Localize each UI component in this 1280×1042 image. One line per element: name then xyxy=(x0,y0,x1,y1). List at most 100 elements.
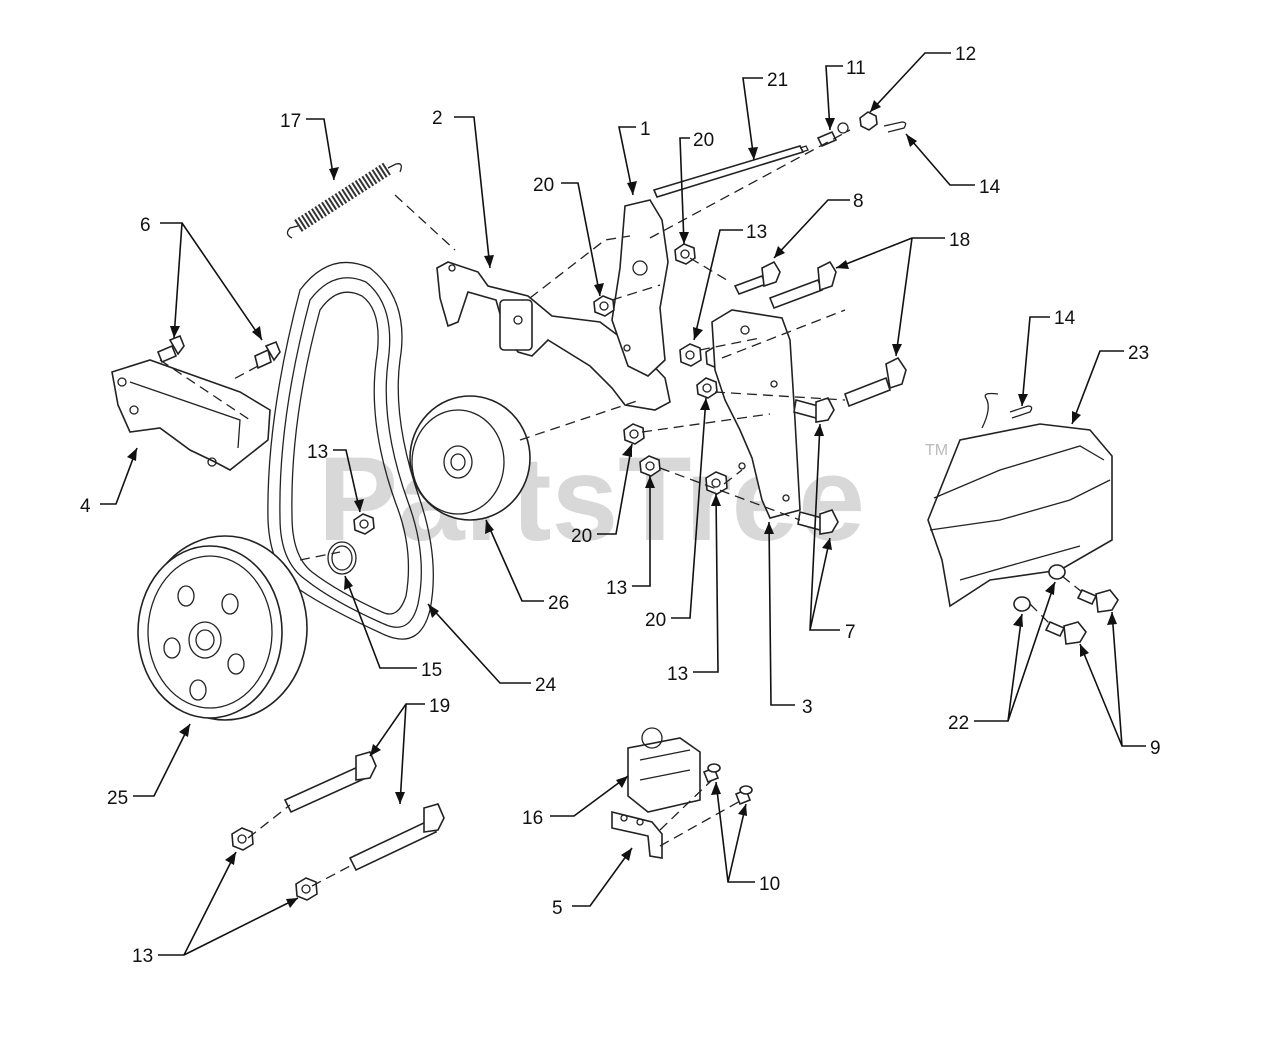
callout-10: 10 xyxy=(711,781,780,895)
svg-text:23: 23 xyxy=(1128,343,1149,364)
svg-text:7: 7 xyxy=(845,622,856,643)
callout-7: 7 xyxy=(809,423,856,643)
svg-text:19: 19 xyxy=(429,696,450,717)
callout-20-upper-left: 20 xyxy=(533,175,604,297)
callout-14-right: 14 xyxy=(1018,308,1076,407)
part-clevis-11 xyxy=(816,122,849,148)
part-pin-14-top xyxy=(883,121,907,133)
part-bolt-19-lower xyxy=(348,803,445,872)
part-screw-10-upper xyxy=(702,763,721,784)
callout-13-bottom: 13 xyxy=(132,851,299,967)
svg-text:20: 20 xyxy=(571,526,592,547)
callout-19: 19 xyxy=(369,696,450,805)
svg-text:20: 20 xyxy=(533,175,554,196)
part-bracket-4 xyxy=(111,359,271,471)
svg-text:18: 18 xyxy=(949,230,970,251)
svg-text:20: 20 xyxy=(645,610,666,631)
part-pin-14-right xyxy=(1009,405,1033,419)
svg-text:11: 11 xyxy=(846,58,866,79)
part-bolt-6-right xyxy=(254,340,281,370)
svg-text:16: 16 xyxy=(522,808,543,829)
svg-text:12: 12 xyxy=(955,44,976,65)
callout-25: 25 xyxy=(107,723,191,809)
part-spring-17 xyxy=(286,162,402,239)
part-nut-12 xyxy=(859,111,878,131)
part-bolt-18-lower xyxy=(844,356,907,408)
svg-text:26: 26 xyxy=(548,593,569,614)
svg-text:4: 4 xyxy=(80,496,91,517)
callout-3: 3 xyxy=(764,521,813,718)
callout-4: 4 xyxy=(80,447,138,517)
callout-26: 26 xyxy=(485,519,569,614)
callout-15: 15 xyxy=(344,575,442,681)
callout-11: 11 xyxy=(825,58,866,131)
callout-20-lower-right: 20 xyxy=(645,397,710,631)
svg-text:13: 13 xyxy=(132,946,153,967)
callout-21: 21 xyxy=(742,70,788,161)
callout-6: 6 xyxy=(140,215,263,341)
callout-9: 9 xyxy=(1079,611,1161,759)
part-nut-13-right xyxy=(705,471,728,495)
svg-text:8: 8 xyxy=(853,191,864,212)
svg-text:15: 15 xyxy=(421,660,442,681)
callout-16: 16 xyxy=(522,775,629,829)
part-nut-20-middle xyxy=(696,377,718,399)
part-rod-21 xyxy=(652,145,809,198)
part-spacer-22-upper xyxy=(1048,564,1066,580)
callout-8: 8 xyxy=(773,191,864,259)
callout-22: 22 xyxy=(948,581,1056,734)
callout-13-belt: 13 xyxy=(307,442,364,513)
part-nut-20-upper-left xyxy=(593,295,615,317)
part-nut-20-lower xyxy=(623,423,645,445)
part-screw-10-lower xyxy=(734,785,753,806)
svg-text:5: 5 xyxy=(552,898,563,919)
part-bolt-19-upper xyxy=(283,751,377,814)
part-ring-15 xyxy=(327,541,357,575)
part-nut-13-bottom-a xyxy=(231,827,254,851)
svg-text:17: 17 xyxy=(280,111,301,132)
callout-23: 23 xyxy=(1071,343,1149,425)
part-bolt-7-lower xyxy=(797,509,839,535)
watermark-tm: TM xyxy=(925,442,948,459)
part-bolt-7-upper xyxy=(793,397,835,423)
part-nut-13-center xyxy=(639,455,661,477)
svg-text:14: 14 xyxy=(1054,308,1076,329)
part-spacer-22-lower xyxy=(1013,596,1031,612)
part-bracket-2 xyxy=(436,261,671,411)
part-bolt-9-lower xyxy=(1044,620,1087,645)
callout-13-top: 13 xyxy=(693,222,767,341)
callout-12: 12 xyxy=(869,44,976,113)
part-bracket-5 xyxy=(611,810,663,859)
svg-text:2: 2 xyxy=(432,108,443,129)
part-pulley-25 xyxy=(137,535,308,721)
part-pulley-26 xyxy=(409,395,531,521)
part-nut-13-bottom-b xyxy=(295,877,318,901)
callout-18: 18 xyxy=(835,230,970,357)
svg-text:21: 21 xyxy=(767,70,788,91)
part-nut-13-upper xyxy=(679,343,702,367)
part-switch-16 xyxy=(627,727,701,813)
part-nut-20-upper-right xyxy=(674,243,696,265)
part-bolt-6-left xyxy=(156,334,185,364)
callout-17: 17 xyxy=(280,111,339,181)
svg-text:13: 13 xyxy=(746,222,767,243)
callout-13-right: 13 xyxy=(667,493,721,685)
svg-text:24: 24 xyxy=(535,675,557,696)
callout-24: 24 xyxy=(427,603,557,696)
svg-text:13: 13 xyxy=(667,664,688,685)
part-bracket-1 xyxy=(611,199,669,377)
svg-text:6: 6 xyxy=(140,215,151,236)
svg-text:13: 13 xyxy=(606,578,627,599)
callout-20-upper-right: 20 xyxy=(679,130,714,245)
part-bolt-8 xyxy=(733,260,781,295)
callout-13-center: 13 xyxy=(606,476,655,599)
callout-20-lower-left: 20 xyxy=(571,443,633,547)
part-bolt-9-upper xyxy=(1076,588,1119,613)
svg-text:14: 14 xyxy=(979,177,1001,198)
part-cover-23 xyxy=(927,392,1113,608)
svg-text:13: 13 xyxy=(307,442,328,463)
callout-2: 2 xyxy=(432,108,494,269)
svg-text:1: 1 xyxy=(640,119,651,140)
svg-text:3: 3 xyxy=(802,697,813,718)
part-nut-13-belt xyxy=(353,513,375,535)
